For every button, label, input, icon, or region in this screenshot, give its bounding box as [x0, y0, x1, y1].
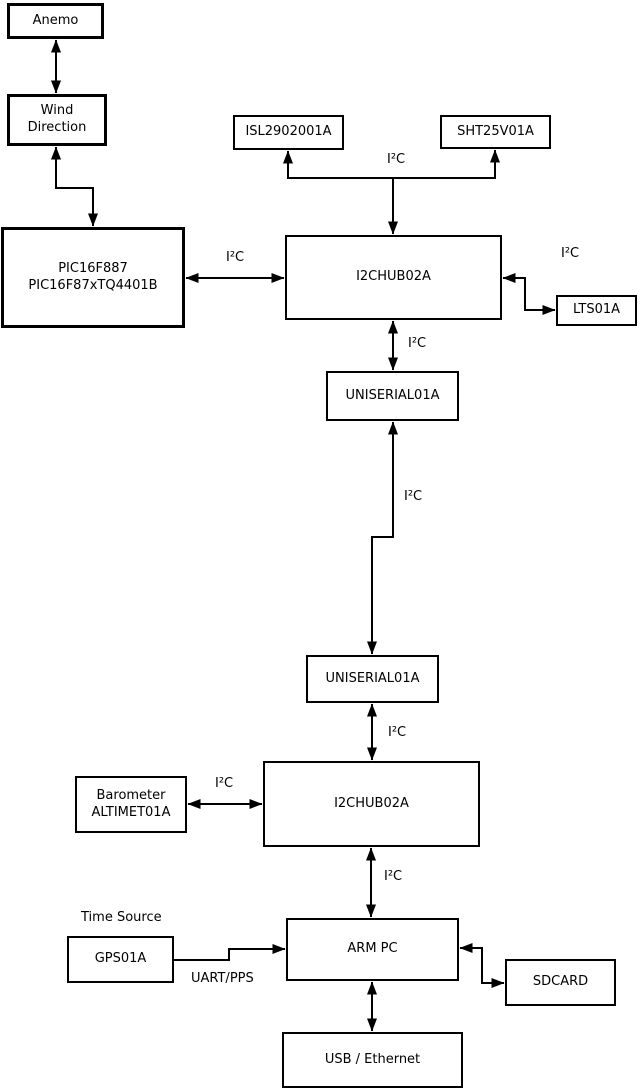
label-uart-pps: UART/PPS — [191, 971, 254, 986]
label-i2c-uniserial-link: I²C — [404, 489, 423, 504]
node-lts01a: LTS01A — [556, 295, 637, 326]
connector-armpc-sdcard — [459, 943, 505, 988]
label-i2c-hub2-armpc: I²C — [384, 869, 403, 884]
label-i2c-pic-hub1: I²C — [226, 250, 245, 265]
label-i2c-barometer: I²C — [215, 776, 234, 791]
connector-hub1-sensors — [283, 149, 500, 179]
node-anemo: Anemo — [7, 3, 104, 39]
label-i2c-uniserial-hub2: I²C — [388, 725, 407, 740]
node-barometer: Barometer ALTIMET01A — [75, 776, 187, 833]
node-sdcard: SDCARD — [505, 959, 616, 1006]
node-i2chub02a-2: I2CHUB02A — [263, 761, 480, 847]
node-usb-ethernet: USB / Ethernet — [282, 1032, 463, 1088]
connector-wind-pic — [51, 146, 98, 227]
node-wind-direction: Wind Direction — [7, 94, 107, 146]
connector-gps-armpc — [174, 944, 286, 961]
label-i2c-sensor-branch: I²C — [387, 152, 406, 167]
node-gps01a: GPS01A — [67, 936, 174, 983]
connector-hub1-lts — [502, 273, 556, 315]
label-i2c-hub1-uniserial: I²C — [408, 336, 427, 351]
connector-uniserial-link — [367, 421, 398, 655]
label-i2c-lts: I²C — [561, 246, 580, 261]
node-uniserial01a-1: UNISERIAL01A — [326, 371, 459, 421]
label-time-source: Time Source — [81, 910, 162, 925]
node-isl2902001a: ISL2902001A — [233, 115, 344, 150]
node-arm-pc: ARM PC — [286, 918, 459, 981]
node-sht25v01a: SHT25V01A — [440, 115, 551, 149]
node-uniserial01a-2: UNISERIAL01A — [306, 655, 439, 703]
node-i2chub02a-1: I2CHUB02A — [285, 235, 502, 320]
node-pic16f887: PIC16F887 PIC16F87xTQ4401B — [1, 227, 185, 328]
